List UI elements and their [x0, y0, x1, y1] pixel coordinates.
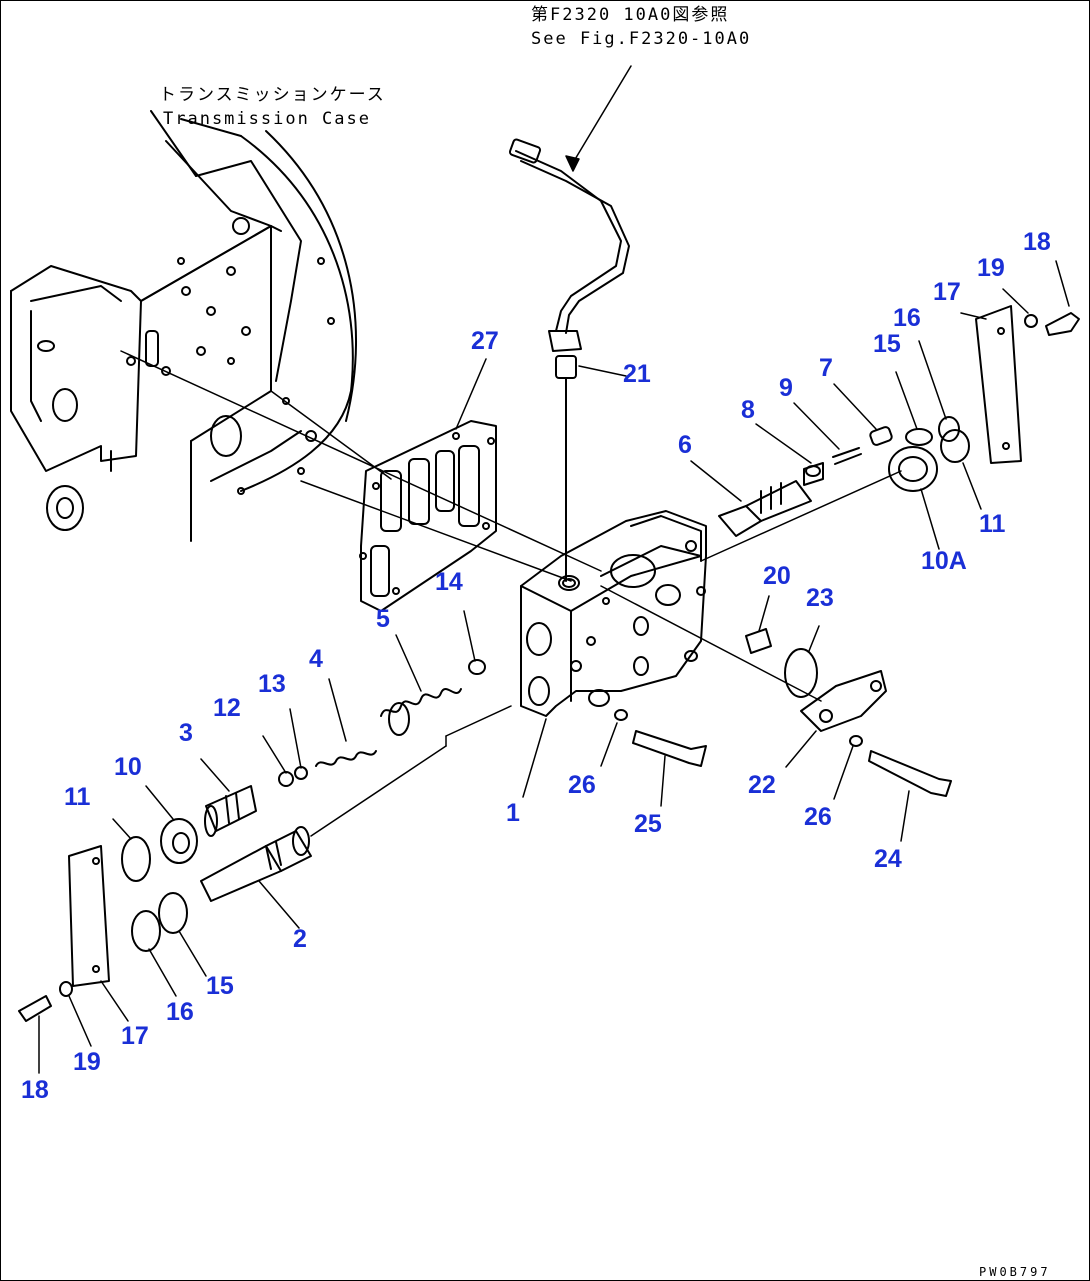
case-label-jp: トランスミッションケース — [159, 85, 386, 105]
callout-7: 7 — [819, 354, 833, 382]
callout-22: 22 — [748, 771, 776, 799]
callout-26-right: 26 — [804, 803, 832, 831]
callout-5: 5 — [376, 605, 390, 633]
callout-1: 1 — [506, 799, 520, 827]
callout-24: 24 — [874, 845, 902, 873]
upper-reference-jp: 第F2320 10A0図参照 — [531, 5, 730, 25]
callout-6: 6 — [678, 431, 692, 459]
callout-16-right: 16 — [893, 304, 921, 332]
callout-4: 4 — [309, 645, 323, 673]
callout-17-left: 17 — [121, 1022, 149, 1050]
transmission-case — [10, 110, 358, 542]
callout-leaders — [38, 260, 1070, 1074]
callout-11-left: 11 — [64, 783, 91, 811]
callout-23: 23 — [806, 584, 834, 612]
callout-18-left: 18 — [21, 1076, 49, 1104]
callout-8: 8 — [741, 396, 755, 424]
callout-25: 25 — [634, 810, 662, 838]
case-label-en: Transmission Case — [163, 109, 371, 129]
gasket-part-27 — [359, 420, 497, 612]
callout-17-right: 17 — [933, 278, 961, 306]
callout-21: 21 — [623, 360, 651, 388]
drawing-code: PW0B797 — [979, 1265, 1051, 1279]
callout-10a: 10A — [921, 547, 967, 575]
left-side-parts — [18, 659, 486, 1022]
callout-19-right: 19 — [977, 254, 1005, 282]
pipe-and-fitting-part-21 — [508, 138, 630, 588]
callout-2: 2 — [293, 925, 307, 953]
axis-lines — [120, 65, 902, 837]
callout-18-right: 18 — [1023, 228, 1051, 256]
valve-body-part-1 — [520, 510, 707, 717]
callout-13: 13 — [258, 670, 286, 698]
callout-12: 12 — [213, 694, 241, 722]
upper-reference-en: See Fig.F2320-10A0 — [531, 29, 752, 49]
callout-16-left: 16 — [166, 998, 194, 1026]
right-side-parts — [718, 305, 1080, 654]
callout-19-left: 19 — [73, 1048, 101, 1076]
callout-15-left: 15 — [206, 972, 234, 1000]
callout-27: 27 — [471, 327, 499, 355]
lower-right-parts — [614, 648, 952, 797]
callout-20: 20 — [763, 562, 791, 590]
callout-14: 14 — [435, 568, 463, 596]
callout-15-right: 15 — [873, 330, 901, 358]
callout-10: 10 — [114, 753, 142, 781]
callout-26-left: 26 — [568, 771, 596, 799]
callout-9: 9 — [779, 374, 793, 402]
callout-11-right: 11 — [979, 510, 1006, 538]
callout-3: 3 — [179, 719, 193, 747]
